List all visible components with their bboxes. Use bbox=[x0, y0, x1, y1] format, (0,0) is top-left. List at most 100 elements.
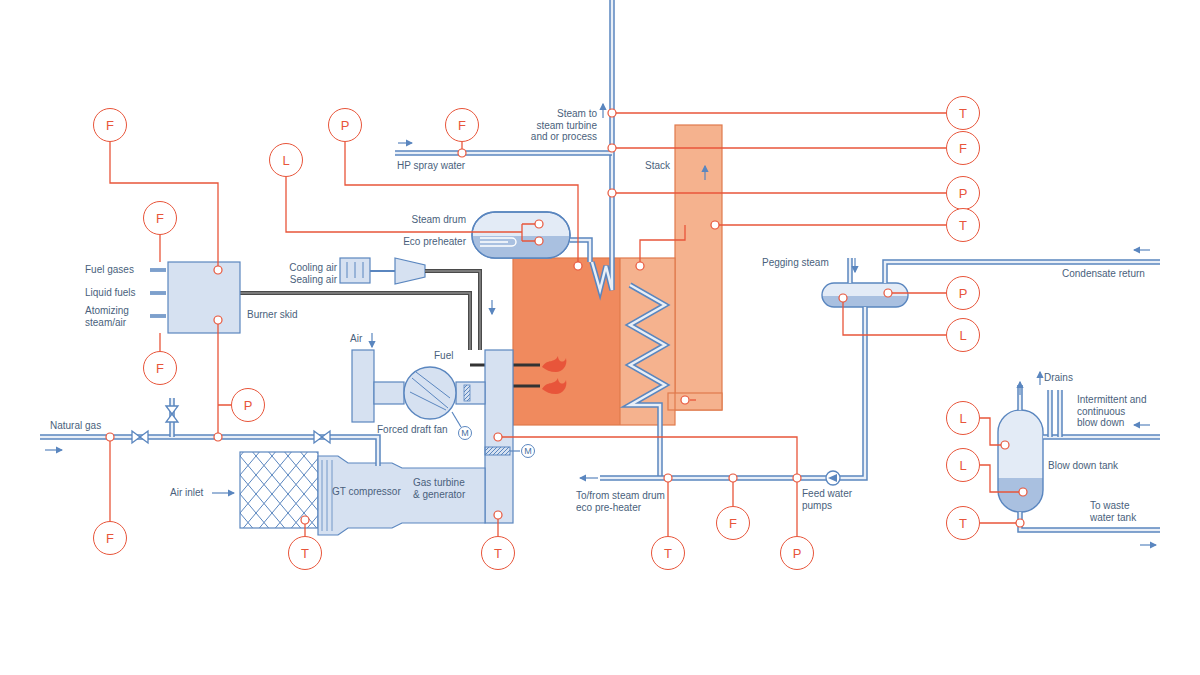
feed-water-pump bbox=[826, 471, 840, 485]
steam-drum bbox=[472, 212, 570, 258]
eco-preheater-coil bbox=[480, 238, 516, 246]
fan-outlet-duct bbox=[456, 382, 485, 404]
sensor-tap bbox=[106, 433, 114, 441]
pipe-inner bbox=[150, 293, 166, 294]
part-label: Steam to steam turbine and or process bbox=[527, 108, 597, 143]
flow-arrow bbox=[1140, 544, 1156, 545]
signal-line bbox=[732, 482, 733, 506]
signal-line bbox=[616, 192, 946, 193]
signal-line bbox=[286, 177, 535, 241]
instrument-letter: P bbox=[793, 547, 802, 560]
part-label: Blow down tank bbox=[1048, 460, 1118, 472]
part-label: Liquid fuels bbox=[85, 287, 136, 299]
instrument-letter: P bbox=[341, 119, 350, 132]
part-label: Air inlet bbox=[170, 487, 203, 499]
part-label: Intermittent and continuous blow down bbox=[1077, 394, 1147, 429]
instrument-letter: F bbox=[106, 119, 114, 132]
instrument-letter: F bbox=[106, 532, 114, 545]
condensate-tank bbox=[822, 283, 908, 307]
flow-arrow bbox=[45, 449, 62, 450]
instrument-letter: L bbox=[959, 459, 966, 472]
signal-line bbox=[109, 441, 110, 521]
signal-line bbox=[497, 519, 498, 536]
sensor-tap bbox=[574, 262, 582, 270]
instrument-bubble: T bbox=[288, 536, 322, 570]
pipe-outer bbox=[592, 262, 612, 290]
sensor-tap bbox=[214, 316, 222, 324]
sensor-tap bbox=[793, 474, 801, 482]
instrument-lines bbox=[106, 109, 1027, 536]
valve bbox=[132, 431, 148, 443]
stack bbox=[675, 125, 722, 410]
signal-line bbox=[980, 465, 1019, 492]
sensor-tap bbox=[636, 262, 644, 270]
air-ducts-inner bbox=[240, 271, 480, 350]
gas-turbine bbox=[318, 456, 485, 535]
flow-arrow bbox=[371, 333, 372, 347]
instrument-letter: L bbox=[959, 412, 966, 425]
flame bbox=[542, 356, 566, 372]
pipe-outer bbox=[609, 0, 615, 262]
flow-arrow bbox=[580, 477, 598, 478]
part-label: Fuel gases bbox=[85, 264, 134, 276]
sensor-tap bbox=[1016, 519, 1024, 527]
sensor-tap bbox=[301, 516, 309, 524]
instrument-bubble: P bbox=[328, 108, 362, 142]
flow-arrow bbox=[704, 166, 705, 180]
signal-line bbox=[843, 302, 946, 335]
sensor-tap bbox=[494, 511, 502, 519]
signal-line bbox=[159, 333, 160, 351]
pipe-inner bbox=[592, 262, 612, 290]
stack-duct bbox=[668, 393, 722, 410]
sensor-tap bbox=[681, 396, 689, 404]
instrument-bubble: F bbox=[93, 521, 127, 555]
instrument-bubble: P bbox=[231, 388, 265, 422]
pipes bbox=[40, 0, 1160, 545]
hrsg-divider bbox=[619, 258, 620, 425]
sensor-tap bbox=[729, 474, 737, 482]
fan-blades bbox=[410, 372, 450, 410]
motor-symbol: M bbox=[458, 426, 472, 440]
signal-line bbox=[640, 225, 946, 262]
part-label: Air bbox=[350, 333, 362, 345]
fan-air-inlet bbox=[352, 350, 374, 422]
pipe-outer bbox=[150, 291, 166, 295]
flow-arrow bbox=[398, 142, 412, 143]
part-label: Feed water pumps bbox=[802, 488, 857, 511]
cooling-connector bbox=[370, 270, 395, 272]
instrument-letter: F bbox=[156, 212, 164, 225]
sensor-tap bbox=[494, 433, 502, 441]
sensor-tap bbox=[535, 220, 543, 228]
tank-water bbox=[822, 296, 908, 307]
instrument-bubble: P bbox=[946, 176, 980, 210]
flame bbox=[542, 378, 566, 394]
sensor-tap bbox=[1001, 441, 1009, 449]
pump-triangle bbox=[828, 474, 837, 482]
blow-down-water bbox=[998, 478, 1043, 512]
pipe-outer bbox=[885, 262, 1160, 283]
part-label: Fuel bbox=[434, 350, 453, 362]
signal-line bbox=[110, 142, 218, 266]
valve bbox=[166, 406, 178, 422]
signal-line bbox=[980, 418, 1001, 445]
part-label: Cooling air Sealing air bbox=[279, 262, 337, 285]
instrument-bubble: P bbox=[780, 536, 814, 570]
flow-arrow bbox=[1039, 372, 1040, 385]
sensor-tap bbox=[839, 294, 847, 302]
pipe-inner bbox=[150, 316, 166, 317]
hrsg-economizer-section bbox=[620, 258, 675, 425]
instrument-bubble: L bbox=[946, 448, 980, 482]
signal-line bbox=[690, 399, 696, 400]
instrument-bubble: P bbox=[946, 276, 980, 310]
sensor-tap bbox=[535, 237, 543, 245]
condensate-tank-outline bbox=[822, 283, 908, 307]
flow-arrow bbox=[1134, 249, 1150, 250]
instrument-letter: L bbox=[282, 154, 289, 167]
instrument-bubble: F bbox=[143, 201, 177, 235]
instrument-letter: F bbox=[729, 517, 737, 530]
hrsg-outline bbox=[513, 258, 675, 425]
pipe-inner bbox=[630, 285, 665, 478]
pipe-inner bbox=[1049, 390, 1052, 437]
